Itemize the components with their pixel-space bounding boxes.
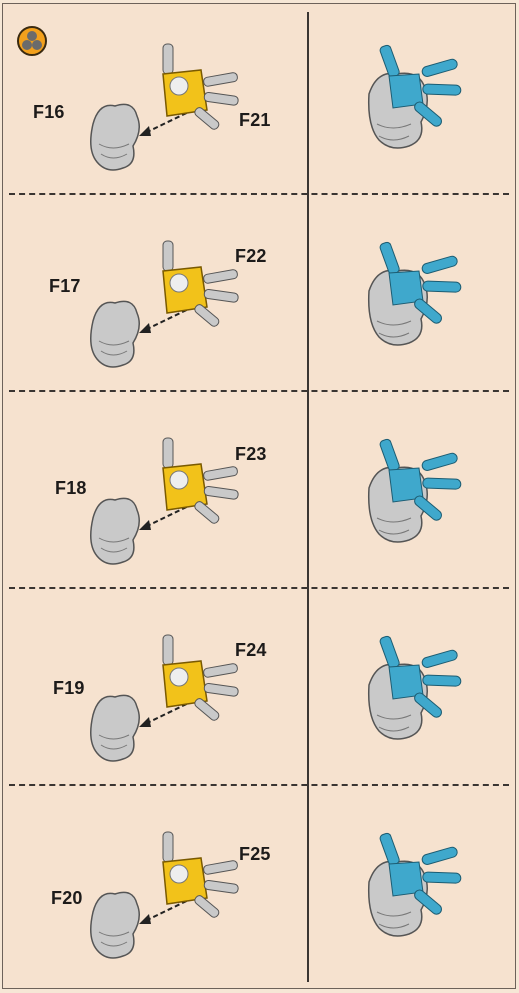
arm-part-icon [163, 438, 239, 525]
result-illustration [363, 44, 503, 174]
torso-part-icon [91, 301, 140, 367]
result-illustration [363, 241, 503, 371]
target-part-label: F17 [49, 276, 81, 297]
target-part-label: F19 [53, 678, 85, 699]
result-illustration [363, 635, 503, 765]
arm-part-icon [163, 832, 239, 919]
arm-part-icon [163, 635, 239, 722]
row-separator [9, 390, 509, 392]
target-part-label: F18 [55, 478, 87, 499]
arm-part-icon [163, 241, 239, 328]
row-separator [9, 587, 509, 589]
row-separator [9, 784, 509, 786]
assembly-illustration [83, 231, 283, 381]
torso-part-icon [91, 892, 140, 958]
row-separator [9, 193, 509, 195]
target-part-label: F16 [33, 102, 65, 123]
torso-part-icon [91, 104, 140, 170]
arm-part-icon [163, 44, 239, 131]
assembly-illustration [83, 428, 283, 578]
result-illustration [363, 438, 503, 568]
target-part-label: F20 [51, 888, 83, 909]
torso-part-icon [91, 498, 140, 564]
assembly-illustration [83, 822, 283, 972]
assembly-illustration [83, 34, 283, 184]
torso-part-icon [91, 695, 140, 761]
result-illustration [363, 832, 503, 962]
assembly-illustration [83, 625, 283, 775]
